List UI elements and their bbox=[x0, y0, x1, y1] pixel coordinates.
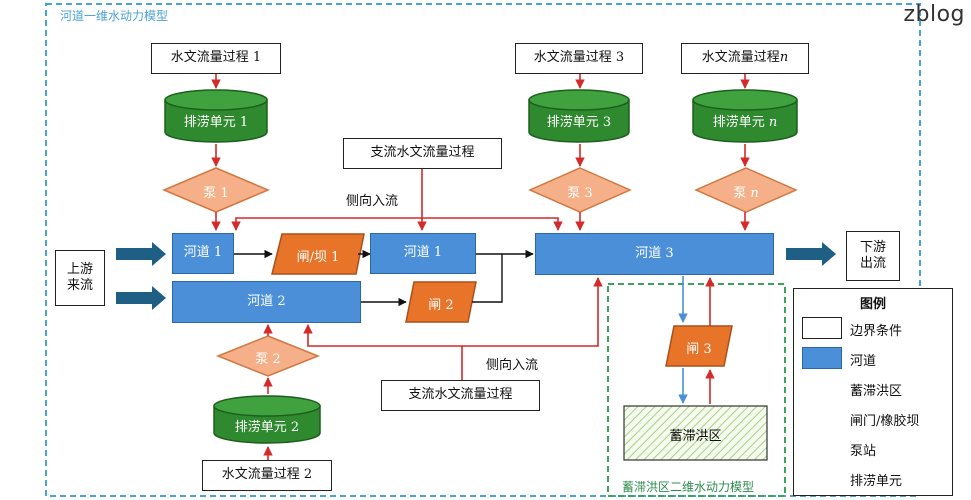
legend-channel-label: 河道 bbox=[850, 354, 877, 369]
upstream-inflow-arrow-1 bbox=[116, 242, 166, 266]
gate-1: 闸/坝 1 bbox=[296, 250, 340, 265]
drainage-unit-2-shape bbox=[213, 395, 321, 444]
drainage-unit-1-shape bbox=[164, 89, 268, 143]
pump-1: 泵 1 bbox=[203, 186, 229, 201]
drainage-unit-1: 排涝单元 1 bbox=[183, 115, 249, 130]
watermark: zblog bbox=[903, 2, 965, 27]
lateral-inflow-label-top: 侧向入流 bbox=[346, 194, 399, 209]
boundary-tributary-top: 支流水文流量过程 bbox=[343, 138, 502, 169]
river-model-frame bbox=[45, 3, 921, 497]
legend-row-gate: 闸门/橡胶坝 bbox=[802, 407, 950, 429]
legend-title: 图例 bbox=[859, 297, 886, 312]
river-model-title: 河道一维水动力模型 bbox=[60, 9, 169, 23]
drainage-unit-n: 排涝单元 n bbox=[712, 115, 778, 130]
storage-area-shape bbox=[623, 405, 768, 461]
boundary-hydro-n: 水文流量过程 n bbox=[681, 43, 809, 74]
pump-n: 泵 n bbox=[733, 186, 759, 201]
legend-pump-label: 泵站 bbox=[850, 444, 877, 459]
boundary-downstream-outflow: 下游 出流 bbox=[846, 231, 900, 281]
legend-boundary-swatch bbox=[802, 317, 842, 339]
boundary-tributary-bottom: 支流水文流量过程 bbox=[381, 380, 540, 411]
boundary-hydro-3: 水文流量过程 3 bbox=[515, 43, 643, 74]
boundary-upstream-inflow: 上游 来流 bbox=[55, 250, 105, 306]
drainage-unit-3: 排涝单元 3 bbox=[546, 115, 612, 130]
downstream-outflow-arrow bbox=[786, 242, 836, 266]
storage-area: 蓄滞洪区 bbox=[669, 429, 722, 444]
legend-row-storage: 蓄滞洪区 bbox=[802, 377, 950, 399]
boundary-hydro-1: 水文流量过程 1 bbox=[151, 43, 281, 74]
upstream-inflow-arrow-2 bbox=[116, 286, 166, 310]
legend-gate-label: 闸门/橡胶坝 bbox=[850, 414, 920, 429]
legend-row-channel: 河道 bbox=[802, 347, 950, 369]
pump-2-shape bbox=[215, 335, 321, 377]
legend: 图例 边界条件 河道 蓄滞洪区 闸门/橡胶坝 泵站 排涝单元 bbox=[793, 288, 953, 496]
legend-row-drainage: 排涝单元 bbox=[802, 467, 950, 489]
gate-3-shape bbox=[665, 325, 733, 367]
legend-storage-label: 蓄滞洪区 bbox=[850, 384, 903, 399]
gate-2-shape bbox=[405, 281, 477, 323]
channel-3: 河道 3 bbox=[535, 233, 774, 275]
drainage-unit-3-shape bbox=[528, 89, 630, 143]
legend-boundary-label: 边界条件 bbox=[850, 324, 903, 339]
gate-2: 闸 2 bbox=[428, 298, 454, 313]
boundary-hydro-2: 水文流量过程 2 bbox=[202, 460, 332, 491]
lateral-inflow-label-bottom: 侧向入流 bbox=[486, 358, 539, 373]
drainage-unit-2: 排涝单元 2 bbox=[234, 420, 300, 435]
storage-model-frame bbox=[607, 283, 786, 497]
pump-n-shape bbox=[694, 167, 798, 213]
legend-drainage-label: 排涝单元 bbox=[850, 474, 903, 489]
gate-1-shape bbox=[271, 233, 365, 275]
channel-1b: 河道 1 bbox=[370, 233, 476, 274]
legend-row-boundary: 边界条件 bbox=[802, 317, 950, 339]
pump-2: 泵 2 bbox=[255, 352, 281, 367]
legend-row-pump: 泵站 bbox=[802, 437, 950, 459]
legend-channel-swatch bbox=[802, 347, 842, 369]
channel-2: 河道 2 bbox=[172, 281, 361, 323]
pump-3: 泵 3 bbox=[567, 186, 593, 201]
gate-3: 闸 3 bbox=[686, 342, 712, 357]
channel-1a: 河道 1 bbox=[172, 233, 234, 274]
drainage-unit-n-shape bbox=[692, 89, 798, 143]
storage-model-title: 蓄滞洪区二维水动力模型 bbox=[622, 480, 755, 494]
